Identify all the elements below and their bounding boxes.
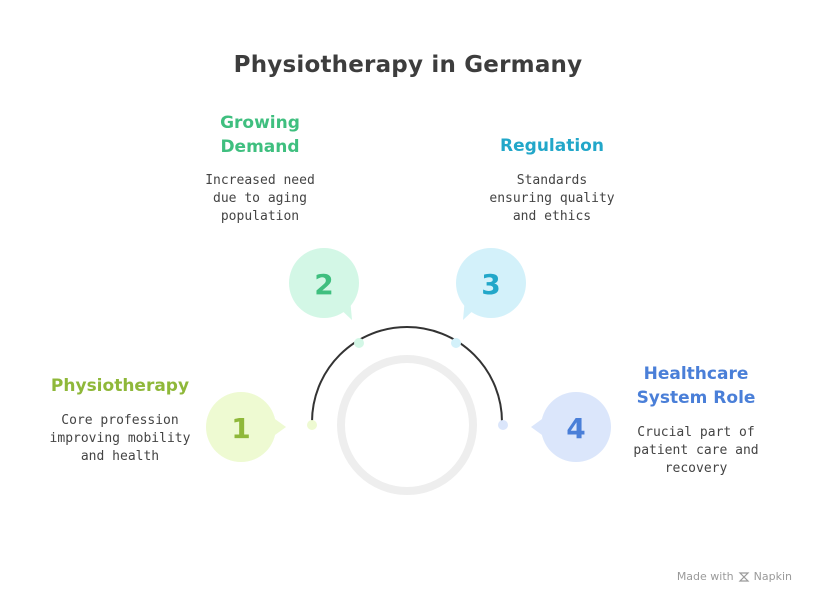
step-3-bubble: 3 [456, 248, 526, 320]
step-4-title: Healthcare System Role [636, 364, 756, 408]
connector-dot-1 [307, 420, 317, 430]
connector-dot-4 [498, 420, 508, 430]
step-4-bubble: 4 [531, 392, 611, 462]
napkin-watermark: Made with Napkin [677, 570, 792, 583]
connector-dot-2 [354, 338, 364, 348]
step-3-title: Regulation [500, 136, 604, 156]
step-1-title: Physiotherapy [50, 376, 190, 396]
step-2-number: 2 [314, 268, 333, 301]
step-3-number: 3 [481, 268, 500, 301]
step-1-number: 1 [231, 412, 250, 445]
step-2-title: Growing Demand [220, 113, 300, 157]
step-4-number: 4 [566, 412, 585, 445]
step-3-description: Standards ensuring quality and ethics [489, 173, 615, 224]
step-2-bubble: 2 [289, 248, 359, 320]
center-ring [337, 355, 477, 495]
step-2-description: Increased need due to aging population [205, 173, 315, 224]
step-1-bubble: 1 [206, 392, 286, 462]
page-title: Physiotherapy in Germany [233, 52, 583, 78]
step-4-description: Crucial part of patient care and recover… [633, 425, 759, 476]
napkin-brand-label: Napkin [753, 570, 792, 583]
napkin-logo-icon [738, 571, 750, 582]
step-1-description: Core profession improving mobility and h… [49, 413, 191, 464]
progress-arc [311, 326, 503, 423]
connector-dot-3 [451, 338, 461, 348]
made-with-label: Made with [676, 570, 734, 583]
